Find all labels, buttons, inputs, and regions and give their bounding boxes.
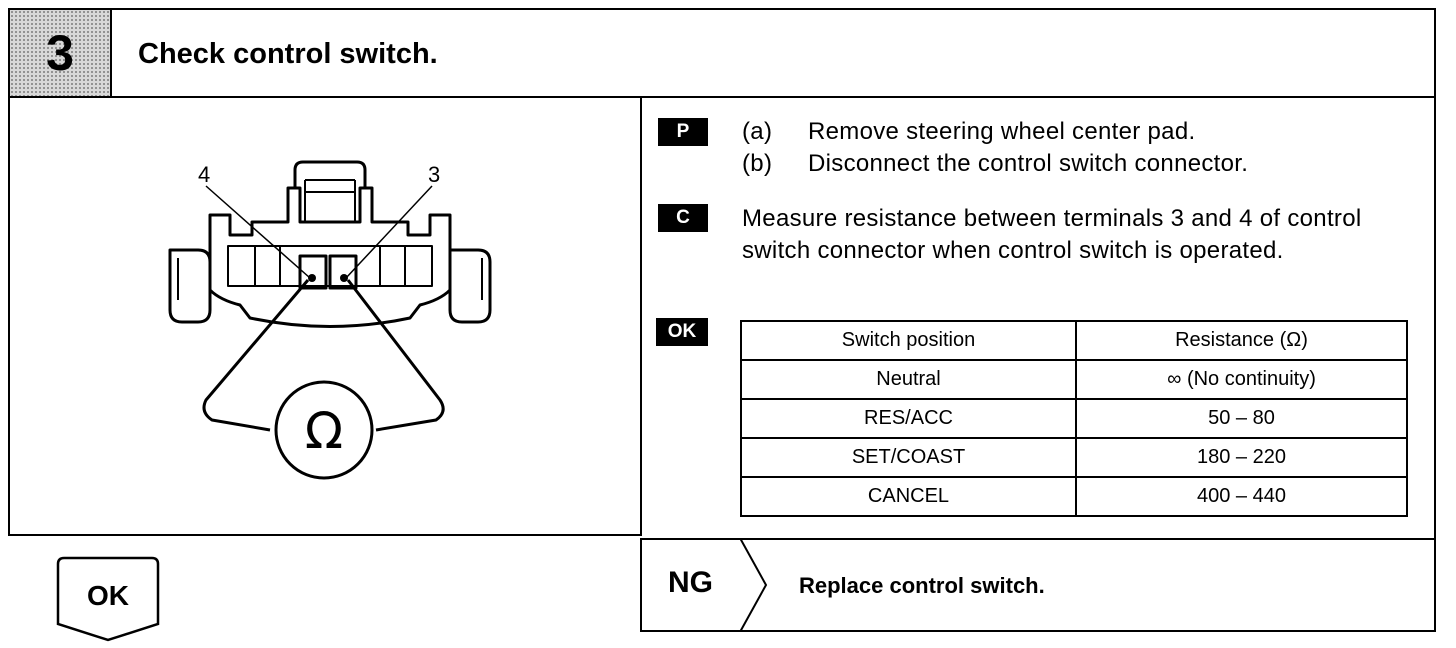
step-number: 3 <box>46 25 74 81</box>
connector-left-tab <box>168 248 212 324</box>
switch-position-cell: Neutral <box>740 359 1077 400</box>
ok-badge: OK <box>656 318 708 346</box>
diagram-panel <box>8 98 642 536</box>
prepare-step-a: (a) Remove steering wheel center pad. <box>742 116 1195 148</box>
table-row: Neutral ∞ (No continuity) <box>740 359 1408 400</box>
ohmmeter-circle <box>274 380 374 480</box>
column-header: Switch position <box>740 320 1077 361</box>
resistance-cell: 50 – 80 <box>1075 398 1408 439</box>
prepare-badge: P <box>658 118 708 146</box>
terminal-4-box <box>298 254 328 290</box>
step-letter: (a) <box>742 118 773 145</box>
table-row: CANCEL 400 – 440 <box>740 476 1408 517</box>
switch-position-cell: SET/COAST <box>740 437 1077 478</box>
column-header: Resistance (Ω) <box>1075 320 1408 361</box>
connector-right-tab <box>448 248 492 324</box>
switch-position-cell: CANCEL <box>740 476 1077 517</box>
probe-lead-right <box>346 279 445 432</box>
switch-position-cell: RES/ACC <box>740 398 1077 439</box>
ng-action-text: Replace control switch. <box>799 573 1045 598</box>
connector-housing <box>208 186 452 328</box>
instruction-panel <box>640 98 1436 538</box>
ok-arrow-box <box>56 556 160 642</box>
ohm-symbol: Ω <box>305 402 343 460</box>
ng-result-box <box>640 538 1436 632</box>
terminal-3-label: 3 <box>428 162 440 187</box>
resistance-cell: 180 – 220 <box>1075 437 1408 478</box>
step-text: Disconnect the control switch connector. <box>808 150 1249 177</box>
step-title: Check control switch. <box>138 38 438 70</box>
resistance-cell: ∞ (No continuity) <box>1075 359 1408 400</box>
table-row: SET/COAST 180 – 220 <box>740 437 1408 478</box>
connector-latch <box>293 160 367 188</box>
terminal-4-label: 4 <box>198 162 210 187</box>
step-text: Remove steering wheel center pad. <box>808 118 1196 145</box>
step-header: 3 Check control switch. <box>8 8 1436 98</box>
table-row: RES/ACC 50 – 80 <box>740 398 1408 439</box>
measure-instruction: Measure resistance between terminals 3 a… <box>742 205 1362 264</box>
prepare-step-b: (b) Disconnect the control switch connect… <box>742 148 1248 180</box>
ok-result-label: OK <box>87 580 129 611</box>
resistance-cell: 400 – 440 <box>1075 476 1408 517</box>
ng-result-label: NG <box>668 566 713 599</box>
step-letter: (b) <box>742 150 773 177</box>
resistance-spec-table: Switch position Resistance (Ω) Neutral ∞… <box>740 320 1408 517</box>
check-badge: C <box>658 204 708 232</box>
probe-lead-left <box>202 279 310 432</box>
connector-diagram: 4 3 Ω <box>168 160 492 480</box>
ng-chevron-icon <box>739 538 768 632</box>
table-header-row: Switch position Resistance (Ω) <box>740 320 1408 361</box>
step-number-box: 3 <box>10 10 112 96</box>
terminal-3-box <box>328 254 358 290</box>
